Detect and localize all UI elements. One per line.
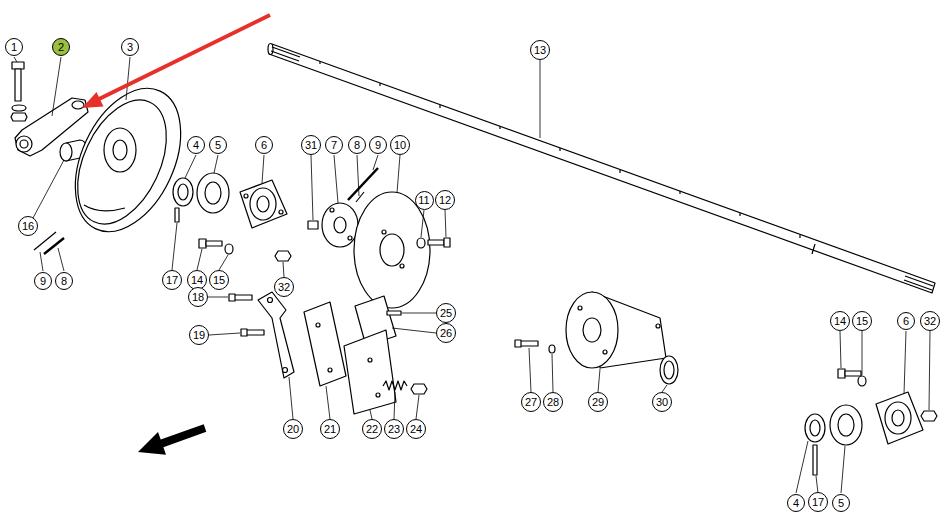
callout-number: 25 <box>436 303 456 323</box>
callout-label: 17 <box>812 497 824 508</box>
bolt <box>11 62 27 121</box>
callout-number: 13 <box>530 40 550 60</box>
callout-number: 9 <box>34 272 52 290</box>
callout-label: 11 <box>418 195 429 206</box>
callout-number: 7 <box>325 136 343 154</box>
callout-number: 28 <box>543 392 563 412</box>
callout-number: 11 <box>415 191 434 210</box>
callout-number: 6 <box>897 312 915 330</box>
callout-number: 6 <box>255 136 273 154</box>
callout-label: 18 <box>192 292 204 303</box>
callout-label: 26 <box>440 328 452 339</box>
callout-number: 10 <box>390 135 410 155</box>
callout-label: 14 <box>191 275 203 286</box>
callout-number: 14 <box>830 311 850 331</box>
callout-label: 24 <box>410 424 422 435</box>
callout-label: 32 <box>924 316 936 327</box>
callout-number: 1 <box>5 38 23 56</box>
cam-disc <box>54 72 202 249</box>
callout-number: 19 <box>189 325 209 345</box>
callout-label: 17 <box>166 275 178 286</box>
callout-label: 14 <box>834 316 846 327</box>
callout-label: 32 <box>278 282 290 293</box>
callout-label: 4 <box>193 140 199 151</box>
callout-number: 4 <box>787 494 805 512</box>
callout-label: 2 <box>58 42 64 53</box>
callout-label: 7 <box>331 140 337 151</box>
callout-number: 27 <box>521 392 541 412</box>
leader-lines <box>14 57 930 493</box>
callout-label: 15 <box>856 316 868 327</box>
callout-number: 8 <box>348 136 366 154</box>
callout-number: 29 <box>588 392 608 412</box>
callout-label: 13 <box>534 45 546 56</box>
callout-number: 12 <box>435 190 455 210</box>
callout-number: 32 <box>920 311 940 331</box>
callout-number: 32 <box>274 277 294 297</box>
brake-assembly <box>229 292 427 414</box>
callout-number: 20 <box>283 419 303 439</box>
callout-label: 29 <box>592 397 604 408</box>
callout-label: 30 <box>656 397 668 408</box>
callout-label: 28 <box>547 397 559 408</box>
callout-label: 25 <box>440 308 452 319</box>
callout-label: 31 <box>305 140 317 151</box>
callout-number: 23 <box>384 419 404 439</box>
callout-number: 22 <box>362 419 382 439</box>
callout-label: 23 <box>388 424 400 435</box>
callout-label: 22 <box>366 424 378 435</box>
callout-label: 9 <box>375 140 381 151</box>
callout-number: 5 <box>209 136 227 154</box>
callout-number: 30 <box>652 392 672 412</box>
callout-number: 17 <box>808 492 828 512</box>
callout-label: 6 <box>261 140 267 151</box>
fasteners <box>199 239 291 261</box>
callout-number: 18 <box>188 287 208 307</box>
callout-number: 3 <box>121 38 139 56</box>
callout-number: 16 <box>18 216 38 236</box>
callout-number: 4 <box>187 136 205 154</box>
callout-label: 5 <box>215 140 221 151</box>
callout-label: 8 <box>354 140 360 151</box>
direction-arrow <box>138 424 206 455</box>
callout-label: 27 <box>525 397 537 408</box>
callout-label: 5 <box>838 498 844 509</box>
callout-number: 21 <box>320 419 340 439</box>
callout-label: 20 <box>287 424 299 435</box>
callout-number: 26 <box>436 323 456 343</box>
callout-number: 5 <box>832 494 850 512</box>
callout-number: 15 <box>852 311 872 331</box>
callout-label: 12 <box>439 195 451 206</box>
callout-label: 6 <box>903 316 909 327</box>
bearing-set <box>173 173 287 228</box>
callout-number: 2 <box>52 38 70 56</box>
callout-label: 15 <box>213 275 225 286</box>
callout-number: 8 <box>55 272 73 290</box>
callout-label: 19 <box>193 330 205 341</box>
callout-label: 16 <box>22 221 34 232</box>
bearing-set-right <box>805 369 937 475</box>
callout-number: 31 <box>301 135 321 155</box>
callout-label: 8 <box>61 276 67 287</box>
pointer-arrow <box>82 15 270 108</box>
callout-number: 24 <box>406 419 426 439</box>
pins <box>34 232 64 254</box>
housing <box>515 292 678 384</box>
callout-label: 10 <box>394 140 406 151</box>
hub-disc <box>308 168 450 308</box>
callout-label: 3 <box>127 42 133 53</box>
callout-label: 1 <box>11 42 17 53</box>
callout-number: 17 <box>162 270 182 290</box>
callout-label: 21 <box>324 424 336 435</box>
callout-number: 15 <box>209 270 229 290</box>
callout-label: 4 <box>793 498 799 509</box>
callout-label: 9 <box>40 276 46 287</box>
callout-number: 9 <box>369 136 387 154</box>
